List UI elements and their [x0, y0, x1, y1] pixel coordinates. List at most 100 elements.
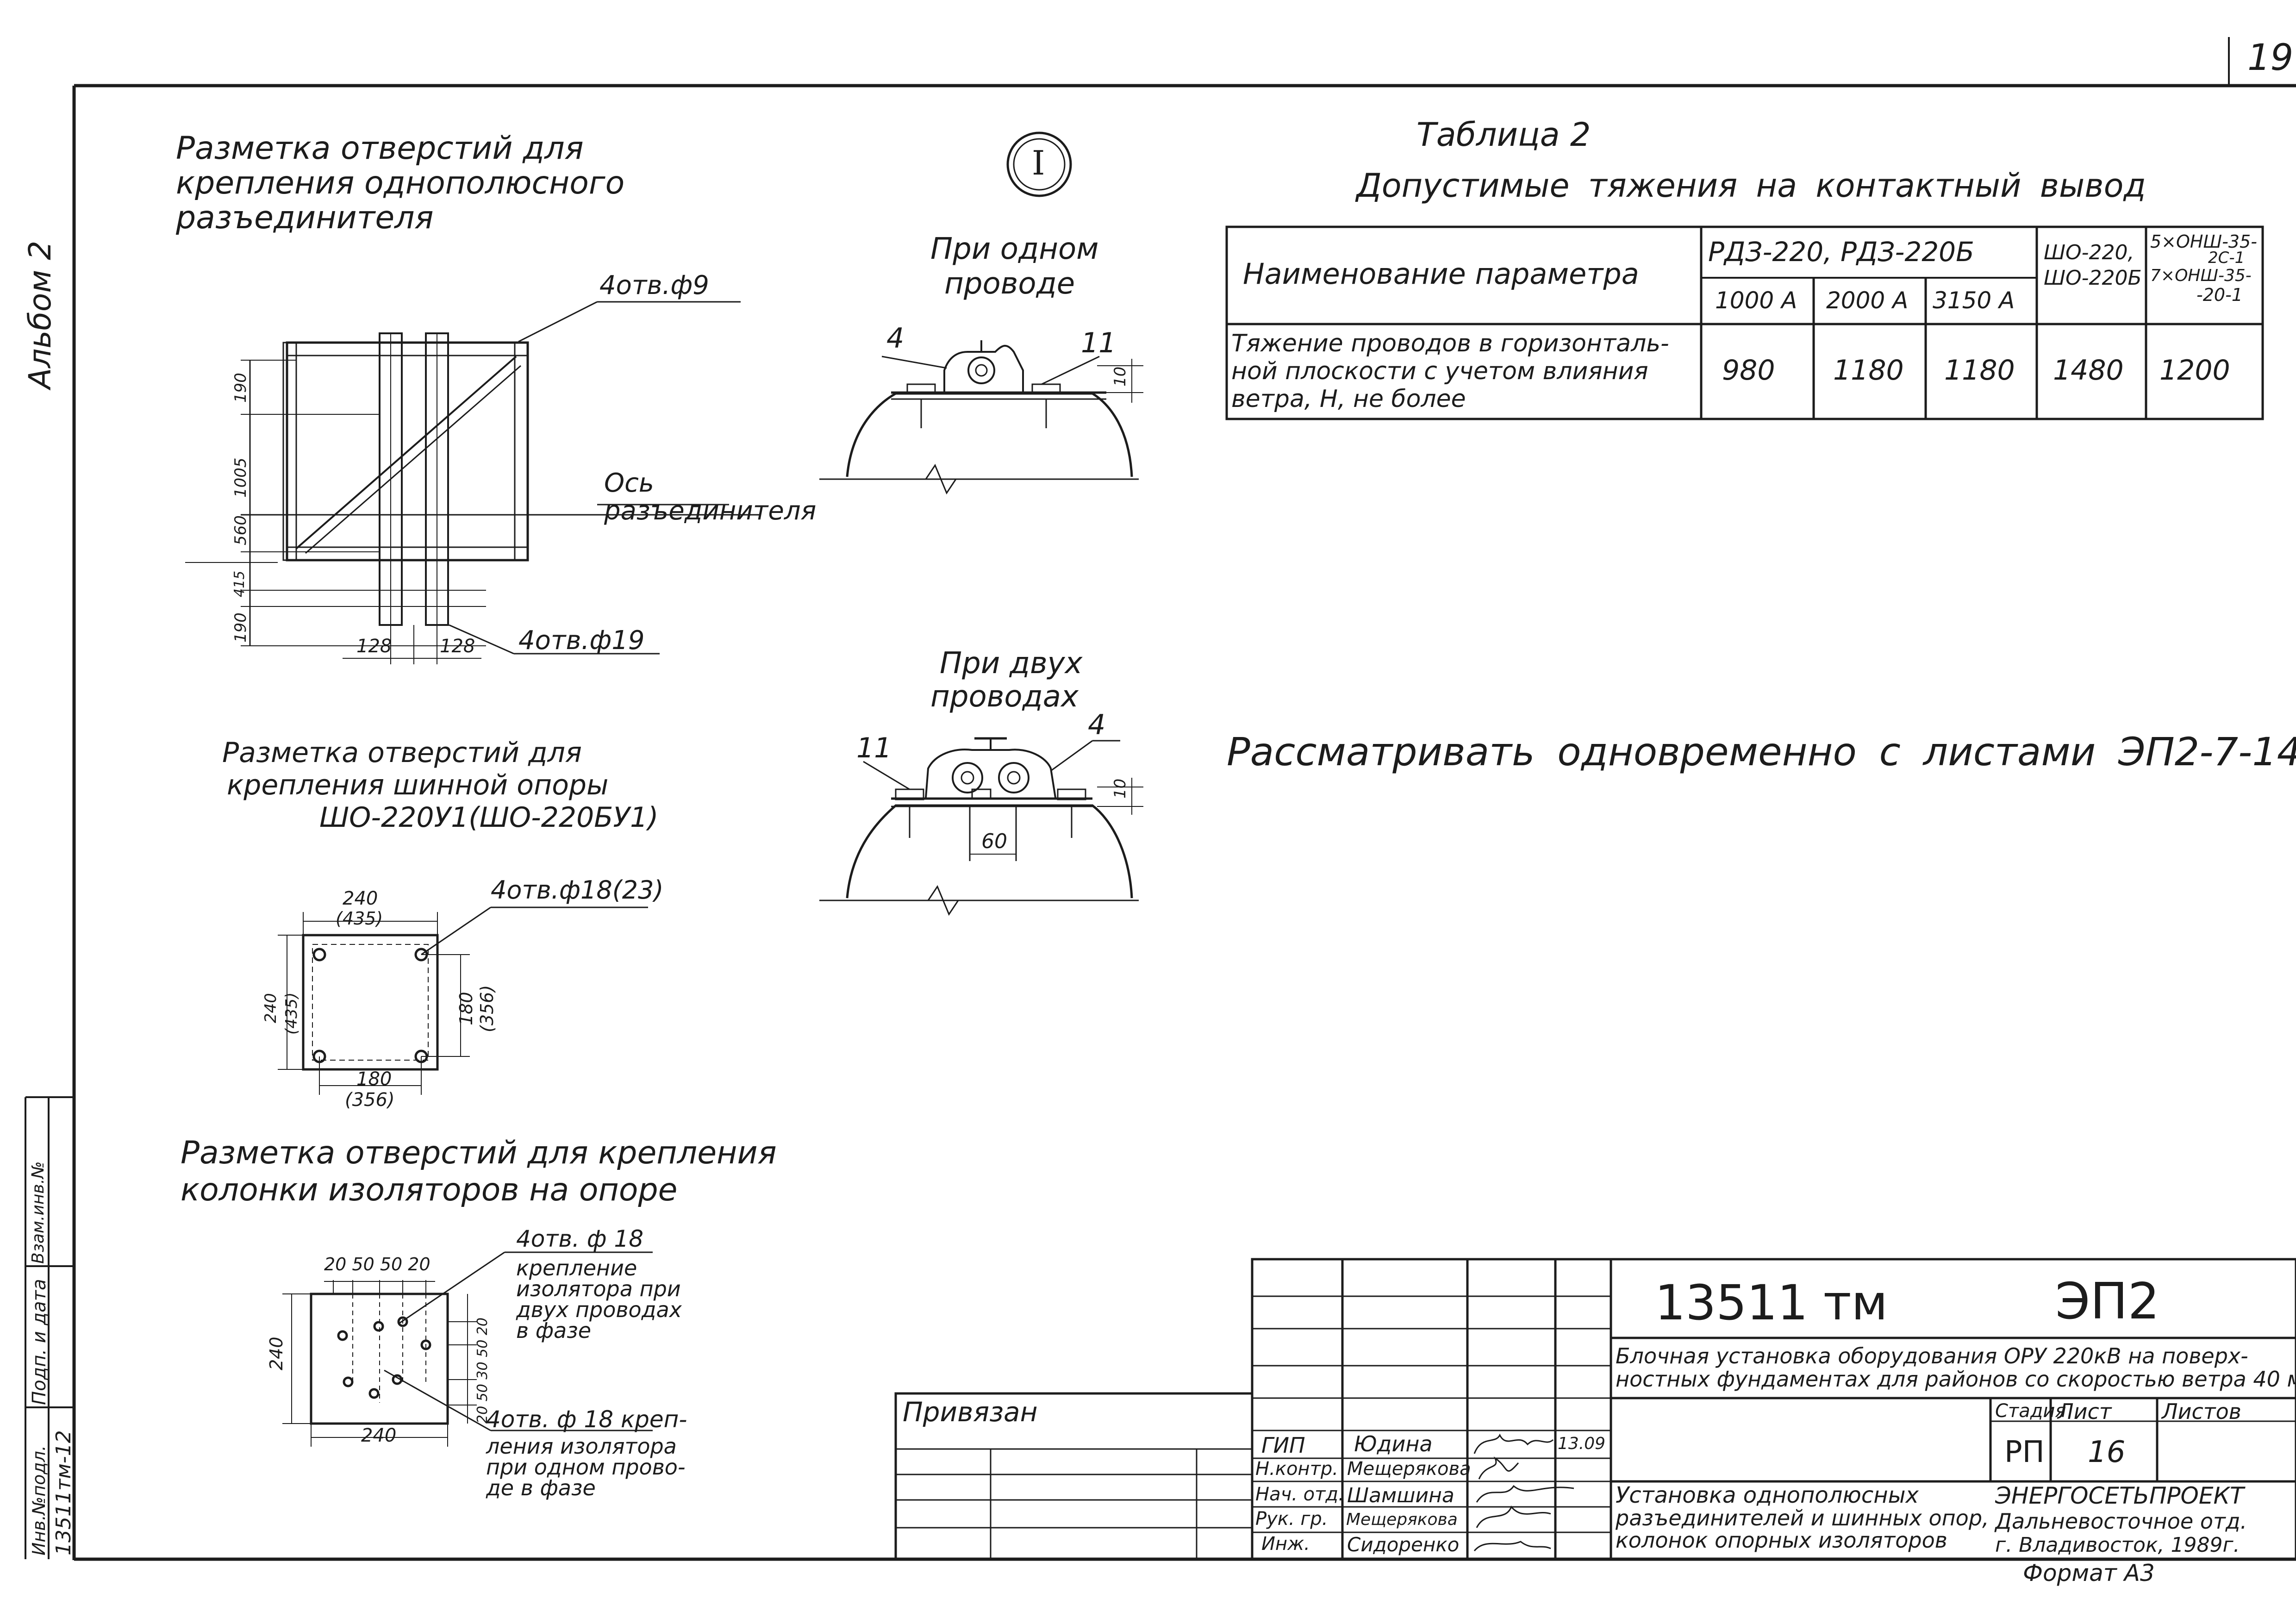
- left-strip-sign-date: Подп. и дата: [29, 1279, 50, 1405]
- table2-value-1000a: 980: [1722, 354, 1775, 387]
- roman-numeral-circle: [1008, 133, 1071, 196]
- stamp-name-nach-otd: Шамшина: [1347, 1484, 1454, 1507]
- section-a-dim-128-left: 128: [356, 636, 392, 657]
- one-wire-dim-10: 10: [1111, 366, 1129, 387]
- section-c-note-1-line-1: 4отв. ф 18: [516, 1225, 644, 1252]
- section-a-title-line-3: разъединителя: [176, 200, 434, 236]
- section-c-title-line-2: колонки изоляторов на опоре: [181, 1172, 678, 1208]
- section-c-note-1-line-5: в фазе: [516, 1318, 592, 1343]
- corner-page-number: 19: [2247, 37, 2294, 79]
- two-wire-title-1: При двух: [940, 646, 1083, 681]
- one-wire-detail: [819, 340, 1143, 493]
- section-c-dim-left: 240: [266, 1337, 287, 1370]
- table2-header-sho-2: ШО-220Б: [2044, 266, 2142, 290]
- section-c-dim-bottom: 240: [361, 1425, 397, 1446]
- stamp-sheet-title-line-3: колонок опорных изоляторов: [1616, 1528, 1947, 1553]
- section-b-dim-top-2: (435): [336, 908, 383, 929]
- section-a-axis-label-1: Ось: [604, 468, 654, 498]
- section-a-title-line-1: Разметка отверстий для: [176, 130, 584, 167]
- table2-header-3150a: 3150 А: [1933, 287, 2015, 314]
- stamp-grid: [896, 1259, 2296, 1559]
- one-wire-callout-4: 4: [886, 322, 905, 355]
- table2-header-last-3: 7×ОНШ-35-: [2150, 266, 2252, 285]
- stamp-org-line-2: Дальневосточное отд.: [1995, 1509, 2247, 1534]
- section-a-dim-190-bottom: 190: [231, 612, 250, 643]
- stamp-org-line-1: ЭНЕРГОСЕТЬПРОЕКТ: [1995, 1482, 2244, 1509]
- table2-caption: Допустимые тяжения на контактный вывод: [1356, 167, 2146, 205]
- table2-header-2000a: 2000 А: [1826, 287, 1909, 314]
- section-c-note-1-line-2: крепление: [516, 1255, 637, 1280]
- section-a-holes-top-label: 4отв.ф9: [599, 270, 709, 300]
- section-a-axis-label-2: разъединителя: [604, 496, 817, 526]
- stamp-role-nach-otd: Нач. отд.: [1255, 1484, 1344, 1505]
- stamp-sheet-label: Лист: [2058, 1399, 2112, 1424]
- consider-together-note: Рассматривать одновременно с листами ЭП2…: [1227, 729, 2296, 775]
- stamp-role-n-kontr: Н.контр.: [1255, 1458, 1338, 1480]
- section-b-title-line-1: Разметка отверстий для: [222, 737, 582, 769]
- left-strip-inv-value: 13511тм-12: [52, 1430, 75, 1555]
- table2-row-label-1: Тяжение проводов в горизонталь-: [1231, 330, 1669, 357]
- table2-number: Таблица 2: [1416, 116, 1591, 154]
- stamp-sheets-label: Листов: [2162, 1399, 2241, 1424]
- table2-row-label-3: ветра, Н, не более: [1231, 385, 1466, 413]
- album-label: Альбом 2: [22, 240, 58, 389]
- section-c-note-2-line-4: де в фазе: [486, 1475, 596, 1500]
- section-b-holes-label: 4отв.ф18(23): [491, 875, 664, 905]
- two-wire-callout-4: 4: [1088, 709, 1106, 741]
- stamp-code: 13511 тм: [1655, 1274, 1888, 1331]
- section-b-dim-right-2: (356): [477, 985, 497, 1032]
- stamp-title-line-2: ностных фундаментах для районов со скоро…: [1616, 1367, 2296, 1392]
- table2-header-param: Наименование параметра: [1243, 257, 1639, 291]
- section-c-note-2-line-3: при одном прово-: [486, 1455, 686, 1480]
- section-b-dim-top-1: 240: [343, 888, 378, 909]
- stamp-role-ruk-gr: Рук. гр.: [1255, 1508, 1328, 1530]
- section-a-dim-560: 560: [231, 515, 250, 545]
- table2-header-sho-1: ШО-220,: [2044, 241, 2134, 264]
- section-c-note-1-line-3: изолятора при: [516, 1276, 681, 1301]
- section-c-note-2-line-2: ления изолятора: [486, 1434, 677, 1459]
- one-wire-callout-11: 11: [1081, 327, 1117, 359]
- section-a-holes-bottom-label: 4отв.ф19: [518, 625, 645, 656]
- stamp-name-n-kontr: Мещерякова: [1347, 1458, 1471, 1480]
- table2-row-label-2: ной плоскости с учетом влияния: [1231, 357, 1648, 385]
- section-a-dim-190-top: 190: [231, 373, 250, 403]
- table2-value-sho: 1480: [2053, 354, 2124, 387]
- stamp-format: Формат А3: [2023, 1560, 2155, 1587]
- two-wire-dim-10: 10: [1111, 778, 1129, 799]
- section-a-dim-128-right: 128: [440, 636, 475, 657]
- stamp-privyazan: Привязан: [903, 1396, 1038, 1428]
- stamp-role-inzh: Инж.: [1261, 1533, 1310, 1555]
- stamp-name-gip: Юдина: [1354, 1431, 1433, 1456]
- stamp-title-line-1: Блочная установка оборудования ОРУ 220кВ…: [1616, 1343, 2248, 1368]
- table2-value-insulator-column: 1200: [2159, 354, 2230, 387]
- table2-value-3150a: 1180: [1944, 354, 2015, 387]
- stamp-sheet-value: 16: [2088, 1435, 2126, 1469]
- section-b-title-line-3: ШО-220У1(ШО-220БУ1): [319, 801, 659, 834]
- stamp-org-line-3: г. Владивосток, 1989г.: [1995, 1533, 2240, 1557]
- insulator-plate-drawing: [282, 1252, 653, 1447]
- signatures: [1474, 1435, 1574, 1551]
- section-c-note-1-line-4: двух проводах: [516, 1297, 682, 1322]
- bus-support-plate-drawing: [278, 907, 648, 1095]
- left-strip-replace: Взам.инв.№: [29, 1161, 48, 1264]
- table2-header-rdz: РДЗ-220, РДЗ-220Б: [1708, 236, 1974, 268]
- table2-grid: [1227, 227, 2263, 419]
- section-b-dim-bottom-2: (356): [345, 1089, 395, 1111]
- stamp-mark: ЭП2: [2055, 1273, 2160, 1330]
- stamp-sheet-title-line-2: разъединителей и шинных опор,: [1616, 1505, 1989, 1530]
- two-wire-detail: [819, 738, 1143, 914]
- one-wire-title-1: При одном: [930, 232, 1099, 266]
- left-strip-inv-orig: Инв.№подл.: [29, 1445, 49, 1555]
- section-a-dim-1005: 1005: [231, 457, 250, 498]
- table2-header-last-2: 2С-1: [2208, 249, 2245, 267]
- two-wire-title-2: проводах: [930, 680, 1079, 714]
- stamp-role-gip: ГИП: [1261, 1433, 1305, 1458]
- section-a-dim-415: 415: [231, 570, 248, 597]
- roman-numeral: I: [1032, 144, 1045, 182]
- section-b-dim-left-1: 240: [262, 993, 280, 1023]
- stamp-stage-label: Стадия: [1995, 1400, 2066, 1422]
- stamp-stage-value: РП: [2004, 1435, 2045, 1469]
- section-b-dim-right-1: 180: [456, 992, 476, 1025]
